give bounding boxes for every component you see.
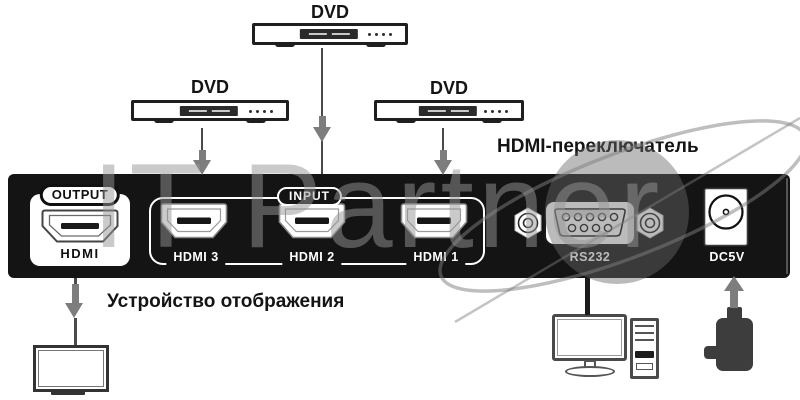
rs232-cable: [585, 278, 590, 315]
dc-jack-icon: [703, 187, 749, 247]
arrow-down-icon: [65, 303, 83, 318]
page-title: HDMI-переключатель: [497, 136, 699, 157]
dvd-player-top-icon: [252, 23, 408, 47]
display-monitor-stand: [51, 389, 85, 395]
arrow-down-icon: [313, 127, 331, 142]
display-monitor-icon: [33, 345, 109, 392]
computer-tower: [630, 318, 659, 379]
dvd-tray: [179, 106, 238, 116]
dvd-foot: [274, 42, 295, 47]
dvd-foot: [395, 118, 416, 123]
dvd-foot: [153, 118, 174, 123]
hdmi-port-icon: [41, 209, 119, 243]
dvd-buttons: [249, 110, 273, 113]
dvd-buttons: [368, 33, 392, 36]
port-label-hdmi1: HDMI 1: [406, 250, 466, 265]
dc5v-label: DC5V: [709, 250, 745, 264]
hdmi-port-icon: [278, 203, 346, 239]
hdmi-port-icon: [400, 203, 468, 239]
output-badge: OUTPUT: [39, 184, 121, 206]
dvd-top-label: DVD: [310, 2, 349, 22]
input-badge: INPUT: [277, 187, 342, 206]
dvd-player-left-icon: [131, 100, 289, 123]
dvd-player-right-icon: [374, 100, 524, 123]
dvd-tray: [299, 29, 358, 39]
dvd-left-label: DVD: [190, 77, 229, 97]
dvd-foot: [482, 118, 503, 123]
display-device-label: Устройство отображения: [107, 291, 345, 312]
hdmi-port-icon: [160, 203, 228, 239]
port-label-hdmi2: HDMI 2: [282, 250, 342, 265]
rs232-connector-icon: [514, 200, 664, 246]
output-port-label: HDMI: [60, 246, 100, 261]
dvd-buttons: [484, 110, 508, 113]
output-group: OUTPUT HDMI: [30, 184, 130, 266]
dvd-tray: [418, 106, 477, 116]
arrow-up-icon: [724, 276, 744, 291]
computer-monitor-base: [565, 366, 615, 377]
computer-monitor: [552, 314, 627, 361]
rs232-label: RS232: [569, 250, 611, 264]
hdmi-switcher-panel: OUTPUT HDMI INPUT HDMI 3: [8, 174, 790, 278]
arrow-down-icon: [434, 160, 452, 175]
power-adapter-icon: [704, 307, 753, 371]
dvd-right-label: DVD: [429, 78, 468, 98]
dvd-foot: [246, 118, 267, 123]
port-label-hdmi3: HDMI 3: [166, 250, 226, 265]
dvd-foot: [365, 42, 386, 47]
arrow-down-icon: [193, 160, 211, 175]
